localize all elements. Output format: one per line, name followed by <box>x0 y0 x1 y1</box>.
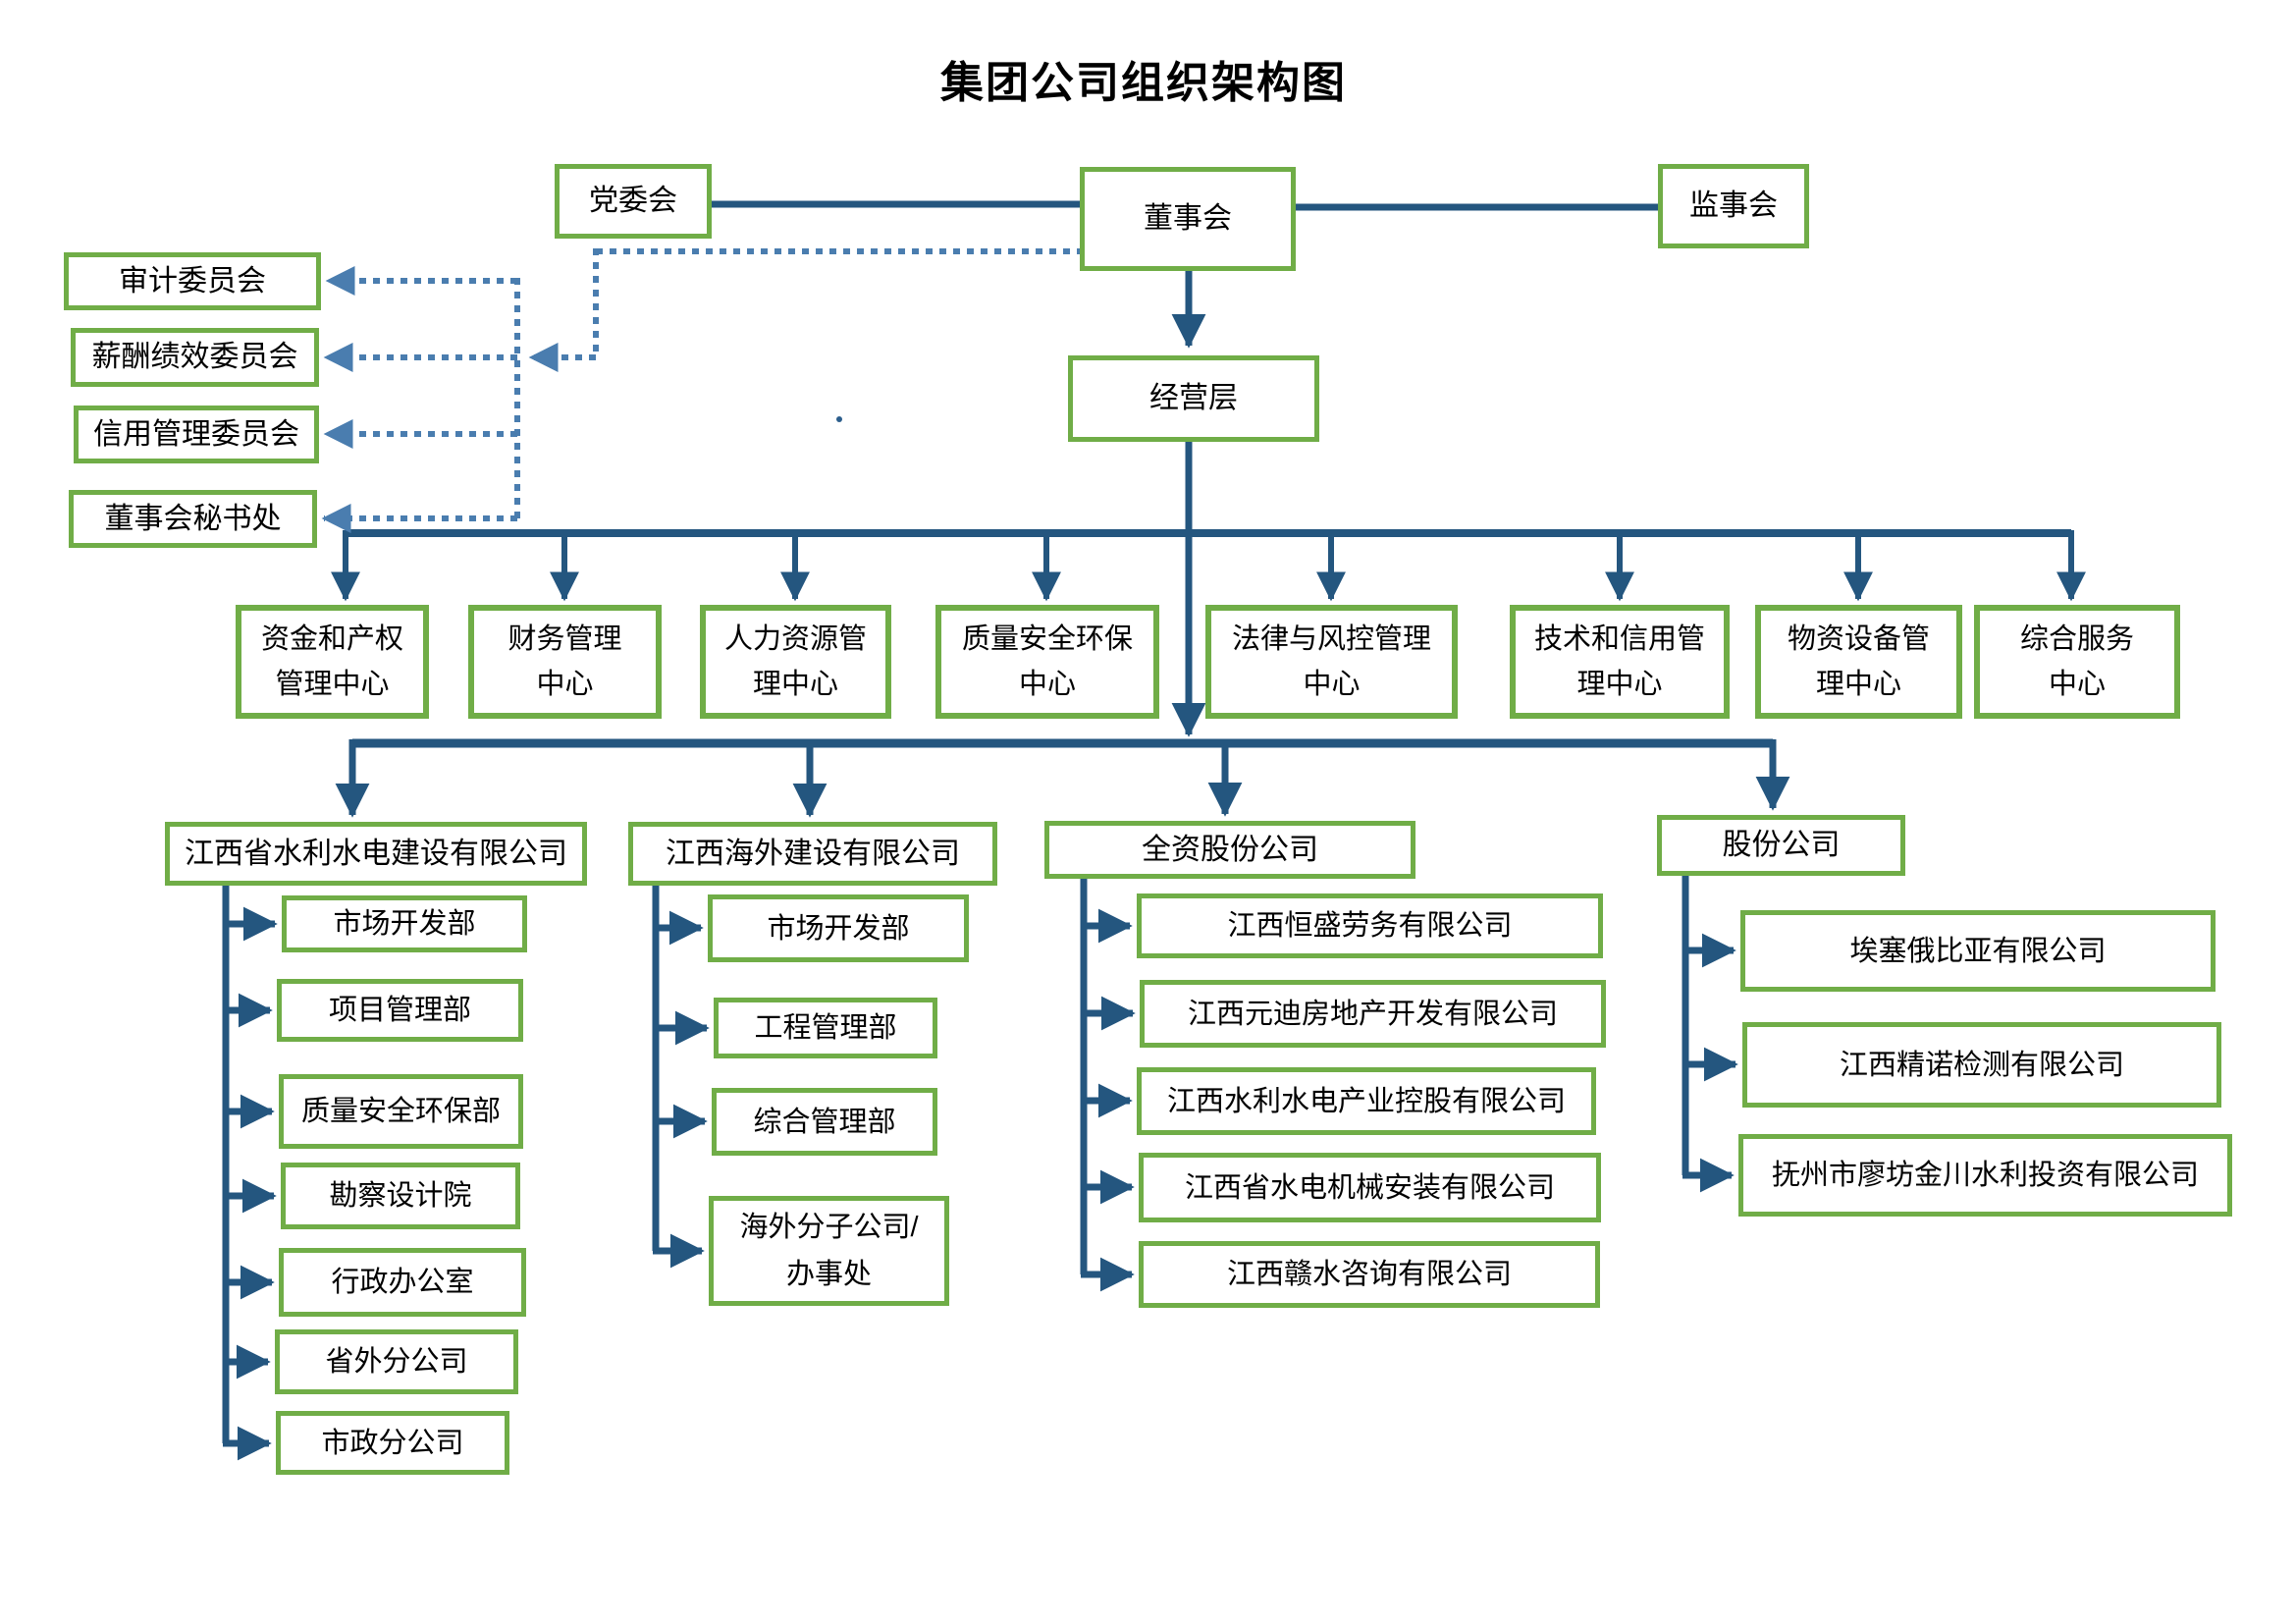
node-dept-survey-design: 勘察设计院 <box>281 1163 520 1229</box>
node-label-line2: 中心 <box>1303 669 1361 700</box>
node-label: 省外分公司 <box>325 1346 468 1378</box>
node-label: 项目管理部 <box>328 995 471 1026</box>
col4-spine <box>1682 874 1738 1193</box>
col3-spine <box>1080 877 1136 1292</box>
node-label: 市场开发部 <box>767 912 910 945</box>
node-label-line2: 理中心 <box>1815 669 1901 700</box>
node-label-line1: 综合服务 <box>2019 623 2134 655</box>
node-label: 全资股份公司 <box>1142 833 1318 866</box>
node-label: 勘察设计院 <box>329 1180 472 1212</box>
node-label: 质量安全环保部 <box>300 1096 501 1127</box>
node-board-secretariat: 董事会秘书处 <box>69 490 317 548</box>
node-co-ethiopia: 埃塞俄比亚有限公司 <box>1740 910 2216 992</box>
node-label-line1: 人力资源管 <box>723 623 867 655</box>
node-label: 江西赣水咨询有限公司 <box>1226 1259 1512 1290</box>
node-co-industry-holding: 江西水利水电产业控股有限公司 <box>1137 1067 1596 1135</box>
node-label-line1: 法律与风控管理 <box>1231 623 1431 655</box>
top-links <box>712 200 1658 737</box>
node-label: 江西省水利水电建设有限公司 <box>185 837 567 870</box>
node-label-line1: 海外分子公司/ <box>739 1212 919 1243</box>
node-management: 经营层 <box>1068 355 1319 442</box>
node-label: 董事会秘书处 <box>104 502 282 535</box>
node-dept-qshe: 质量安全环保部 <box>279 1074 523 1149</box>
centers-trunk <box>331 529 2086 602</box>
node-dept-overseas-branches: 海外分子公司/ 办事处 <box>709 1196 949 1306</box>
node-co-hengsheng-labor: 江西恒盛劳务有限公司 <box>1137 893 1603 958</box>
node-label: 工程管理部 <box>754 1012 897 1044</box>
node-co-yuandi-realestate: 江西元迪房地产开发有限公司 <box>1140 980 1606 1048</box>
node-label: 市政分公司 <box>321 1427 464 1459</box>
node-label-line2: 中心 <box>1018 669 1076 700</box>
col1-spine <box>222 886 278 1461</box>
node-subsidiary-jx-overseas: 江西海外建设有限公司 <box>628 822 997 886</box>
node-subsidiary-shareholding: 股份公司 <box>1657 815 1905 876</box>
node-dept-general-mgmt: 综合管理部 <box>712 1088 937 1156</box>
node-center-hr: 人力资源管 理中心 <box>700 605 891 719</box>
node-label: 董事会 <box>1144 202 1232 235</box>
node-label: 抚州市廖坊金川水利投资有限公司 <box>1771 1160 2199 1191</box>
node-label: 江西省水电机械安装有限公司 <box>1184 1171 1555 1204</box>
node-label-line2: 中心 <box>536 669 594 700</box>
node-subsidiary-jx-water-construction: 江西省水利水电建设有限公司 <box>165 822 587 886</box>
node-center-materials-equipment: 物资设备管 理中心 <box>1755 605 1962 719</box>
node-label: 行政办公室 <box>331 1267 474 1298</box>
node-label: 党委会 <box>589 185 677 217</box>
node-label-line1: 物资设备管 <box>1787 623 1930 655</box>
node-dept-market-dev-1: 市场开发部 <box>282 895 527 952</box>
node-label-line1: 质量安全环保 <box>961 623 1133 655</box>
node-center-tech-credit: 技术和信用管 理中心 <box>1510 605 1730 719</box>
node-board: 董事会 <box>1080 167 1296 271</box>
node-label-line2: 管理中心 <box>275 669 390 700</box>
node-co-liaofang-jinchuan-investment: 抚州市廖坊金川水利投资有限公司 <box>1738 1134 2232 1217</box>
node-supervisory-board: 监事会 <box>1658 164 1809 248</box>
node-label-line1: 资金和产权 <box>260 623 403 655</box>
node-center-qshe: 质量安全环保 中心 <box>935 605 1159 719</box>
node-center-finance: 财务管理 中心 <box>468 605 662 719</box>
node-co-jingnuo-testing: 江西精诺检测有限公司 <box>1742 1022 2221 1108</box>
node-label: 市场开发部 <box>333 908 476 940</box>
node-label: 股份公司 <box>1722 829 1841 861</box>
node-party-committee: 党委会 <box>555 164 712 239</box>
node-dept-municipal-branch: 市政分公司 <box>276 1411 509 1475</box>
node-label-line2: 理中心 <box>752 669 838 700</box>
col2-spine <box>652 886 710 1269</box>
node-center-legal-risk: 法律与风控管理 中心 <box>1205 605 1458 719</box>
node-label-line2: 办事处 <box>785 1259 872 1290</box>
node-label: 综合管理部 <box>753 1106 896 1138</box>
node-label-line1: 财务管理 <box>507 623 622 655</box>
node-label: 埃塞俄比亚有限公司 <box>1849 935 2107 967</box>
node-label: 经营层 <box>1149 382 1238 414</box>
node-label: 江西元迪房地产开发有限公司 <box>1187 998 1558 1030</box>
node-dept-admin-office: 行政办公室 <box>279 1248 526 1317</box>
node-label-line2: 中心 <box>2048 669 2106 700</box>
node-center-general-services: 综合服务 中心 <box>1974 605 2180 719</box>
node-label: 江西水利水电产业控股有限公司 <box>1166 1085 1566 1117</box>
dotted-links <box>321 248 1080 533</box>
node-committee-credit: 信用管理委员会 <box>74 406 319 463</box>
node-label: 监事会 <box>1689 189 1778 222</box>
node-committee-compensation: 薪酬绩效委员会 <box>71 328 319 387</box>
node-label: 江西精诺检测有限公司 <box>1839 1049 2124 1081</box>
node-label: 江西海外建设有限公司 <box>666 837 960 870</box>
node-label: 薪酬绩效委员会 <box>91 341 298 373</box>
node-committee-audit: 审计委员会 <box>64 252 321 310</box>
node-dept-out-of-province-branch: 省外分公司 <box>275 1329 518 1394</box>
node-label-line2: 理中心 <box>1576 669 1663 700</box>
node-label: 江西恒盛劳务有限公司 <box>1227 910 1513 942</box>
node-dept-engineering-mgmt: 工程管理部 <box>714 998 937 1058</box>
node-co-mechanical-installation: 江西省水电机械安装有限公司 <box>1139 1153 1601 1222</box>
node-dept-market-dev-2: 市场开发部 <box>708 894 969 962</box>
node-dept-project-mgmt: 项目管理部 <box>277 979 523 1042</box>
subsidiaries-trunk <box>335 738 1790 818</box>
node-co-ganshui-consulting: 江西赣水咨询有限公司 <box>1139 1241 1600 1308</box>
stray-dot <box>836 416 842 422</box>
page-title: 集团公司组织架构图 <box>940 59 1347 107</box>
node-subsidiary-wholly-owned: 全资股份公司 <box>1044 821 1415 879</box>
node-label: 审计委员会 <box>119 264 266 298</box>
node-label: 信用管理委员会 <box>93 417 299 451</box>
node-center-capital-property: 资金和产权 管理中心 <box>236 605 429 719</box>
node-label-line1: 技术和信用管 <box>1533 623 1705 655</box>
